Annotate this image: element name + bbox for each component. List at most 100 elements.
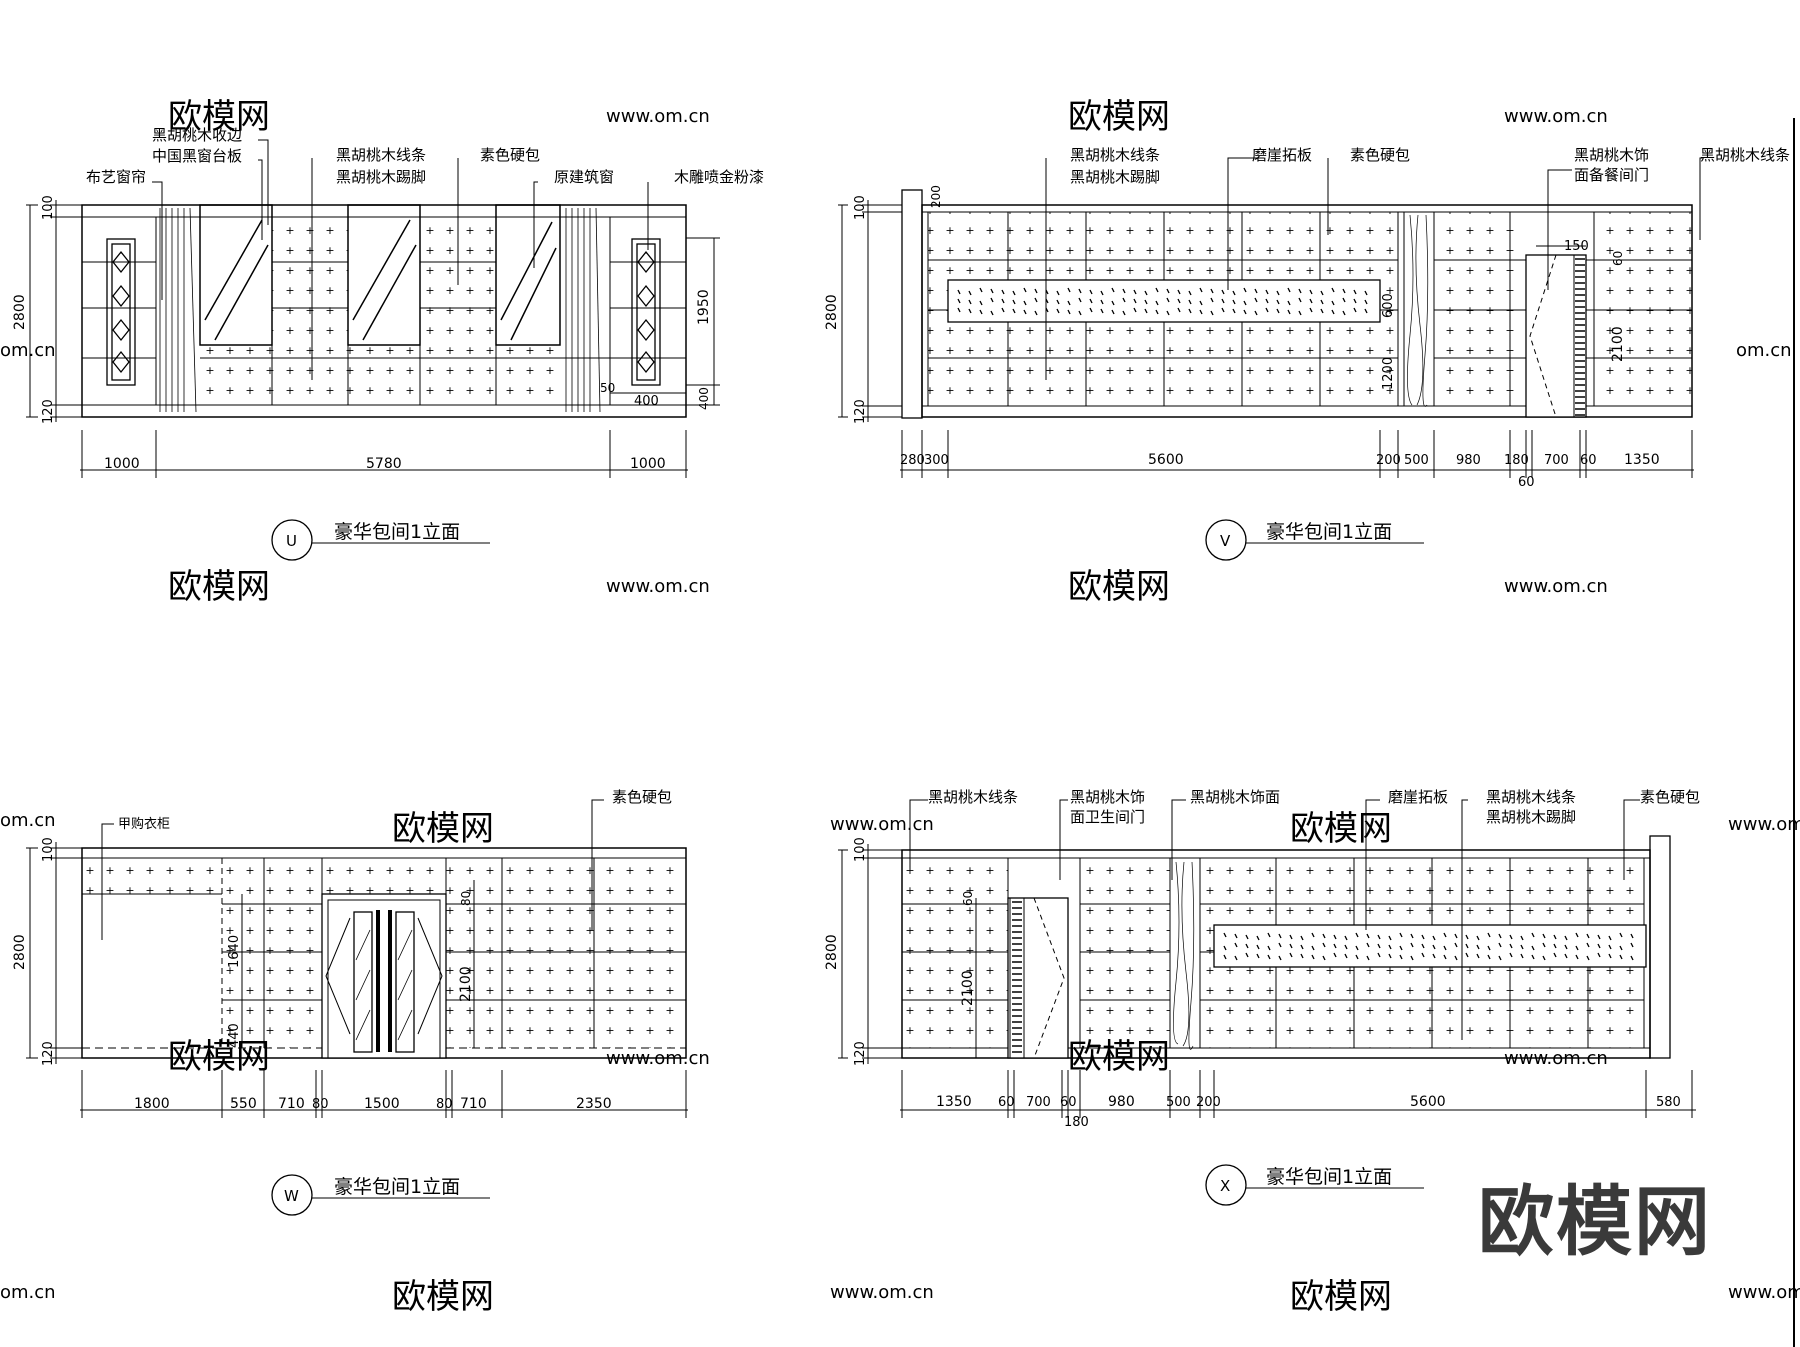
x-title: 豪华包间1立面 [1266,1166,1392,1188]
x-dim-bottom-0: 1350 [936,1094,972,1110]
rubbing-mark [1155,300,1159,306]
u-dim-bottom-2: 1000 [630,456,666,472]
rubbing-mark [1276,308,1280,314]
rubbing-mark [1034,297,1038,303]
rubbing-mark [1254,297,1258,303]
rubbing-mark [1287,300,1291,306]
w-label-0: 甲购衣柜 [118,816,170,832]
rubbing-mark [1078,310,1082,316]
x-dim-left-2: 120 [853,1041,868,1066]
watermark-logo: 欧模网 [1290,809,1392,849]
rubbing-mark [1256,935,1260,941]
rubbing-mark [1320,308,1324,314]
rubbing-mark [1232,290,1236,296]
rubbing-mark [1421,934,1425,940]
rubbing-mark [1366,955,1370,961]
v-dim-bottom-5: 980 [1456,453,1481,468]
rubbing-mark [1487,945,1491,951]
v-dim-bottom-6: 180 [1504,453,1529,468]
rubbing-mark [1012,308,1016,314]
rubbing-mark [1210,310,1214,316]
rubbing-mark [1256,944,1260,950]
rubbing-mark [1364,290,1368,296]
rubbing-mark [1388,935,1392,941]
rubbing-mark [1331,287,1335,293]
rubbing-mark [1342,310,1346,316]
rubbing-mark [1344,953,1348,959]
rubbing-mark [1630,955,1634,961]
rubbing-mark [1443,954,1447,960]
rubbing-mark [1001,298,1005,304]
watermark-url-short: om.cn [0,340,56,361]
v-rubbing-text-marks [957,287,1368,316]
rubbing-mark [1476,953,1480,959]
x-dim-other-0: 60 [961,891,975,906]
rubbing-mark [1243,309,1247,315]
rubbing-mark [1542,942,1546,948]
rubbing-mark [1221,298,1225,304]
rubbing-mark [1245,952,1249,958]
v-dim-other-4: 60 [1611,251,1625,266]
rubbing-mark [1122,310,1126,316]
rubbing-mark [1353,298,1357,304]
rubbing-mark [1333,943,1337,949]
rubbing-mark [1111,287,1115,293]
rubbing-mark [1553,943,1557,949]
rubbing-mark [1256,953,1260,959]
rubbing-mark [1388,953,1392,959]
rubbing-mark [1597,952,1601,958]
x-dim-bottom-3: 60 [1060,1095,1077,1110]
x-dim-other-1: 2100 [960,970,976,1006]
v-dim-bottom-0: 280 [900,453,925,468]
rubbing-mark [1399,954,1403,960]
watermark-logo: 欧模网 [1290,1277,1392,1317]
rubbing-mark [1320,299,1324,305]
rubbing-mark [957,289,961,295]
x-label-5: 黑胡桃木线条 [1486,788,1576,806]
rubbing-mark [1111,309,1115,315]
watermark-logo: 欧模网 [168,567,270,607]
rubbing-mark [1399,945,1403,951]
w-title: 豪华包间1立面 [334,1176,460,1198]
rubbing-mark [1232,299,1236,305]
rubbing-mark [1188,299,1192,305]
rubbing-mark [1355,932,1359,938]
rubbing-mark [1311,945,1315,951]
x-label-3: 黑胡桃木饰面 [1190,788,1280,806]
rubbing-mark [1144,308,1148,314]
rubbing-mark [1432,944,1436,950]
rubbing-mark [1465,934,1469,940]
rubbing-mark [1034,288,1038,294]
rubbing-mark [1542,955,1546,961]
rubbing-mark [1245,943,1249,949]
rubbing-mark [1586,955,1590,961]
w-dim-bottom-7: 2350 [576,1096,612,1112]
w-dim-other-2: 80 [459,891,473,906]
rubbing-mark [1166,310,1170,316]
x-label-2: 面卫生间门 [1070,808,1145,826]
v-dim-bottom-7: 700 [1544,453,1569,468]
u-dim-left-2: 120 [41,399,56,424]
x-label-7: 素色硬包 [1640,788,1700,806]
rubbing-mark [1243,287,1247,293]
rubbing-mark [1366,942,1370,948]
watermark-url: www.om.cn [830,1282,934,1303]
rubbing-mark [1089,289,1093,295]
rubbing-mark [1355,945,1359,951]
w-dim-bottom-4: 1500 [364,1096,400,1112]
rubbing-mark [1199,287,1203,293]
rubbing-mark [1210,297,1214,303]
v-label-0: 黑胡桃木线条 [1070,146,1160,164]
rubbing-mark [1531,954,1535,960]
x-label-6: 黑胡桃木踢脚 [1486,808,1576,826]
watermark-url: www.om.cn [830,814,934,835]
watermark-url: www.om.cn [1728,1282,1800,1303]
rubbing-mark [1342,288,1346,294]
rubbing-mark [1199,309,1203,315]
rubbing-mark [990,297,994,303]
rubbing-mark [1267,945,1271,951]
watermark-url: www.om.cn [606,106,710,127]
watermark-logo: 欧模网 [392,809,494,849]
rubbing-mark [1564,953,1568,959]
